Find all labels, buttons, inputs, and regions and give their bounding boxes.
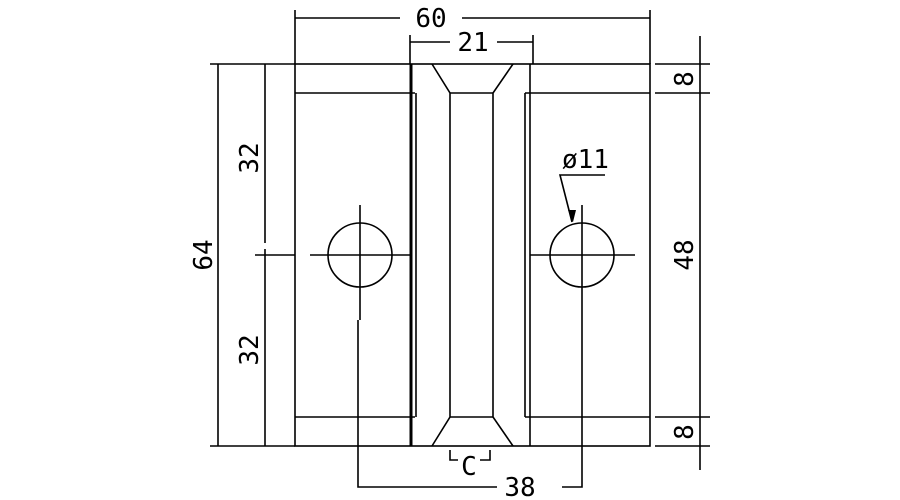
dim-right: 8 48 8: [655, 36, 710, 470]
dim-text: 48: [670, 239, 700, 270]
hole-right: [530, 205, 635, 480]
dim-text: 8: [670, 424, 700, 440]
part-outline: [294, 63, 651, 447]
dim-text: 64: [189, 239, 219, 270]
dim-text: ø11: [562, 145, 609, 175]
dim-text: 32: [235, 142, 265, 173]
dim-text: 38: [504, 473, 535, 500]
dim-text: C: [461, 452, 477, 482]
dim-38: 38: [357, 473, 583, 500]
section-label-c: C: [449, 450, 491, 482]
dim-64: 64: [189, 63, 295, 447]
dim-text: 32: [235, 334, 265, 365]
dim-hole-diameter: ø11: [558, 145, 609, 223]
dim-60: 60: [294, 4, 651, 64]
dim-32: 32 32: [235, 64, 268, 446]
hole-left: [310, 205, 410, 480]
dim-21: 21: [409, 28, 534, 64]
dim-text: 21: [457, 28, 488, 58]
dim-text: 8: [670, 71, 700, 87]
dim-text: 60: [415, 4, 446, 34]
